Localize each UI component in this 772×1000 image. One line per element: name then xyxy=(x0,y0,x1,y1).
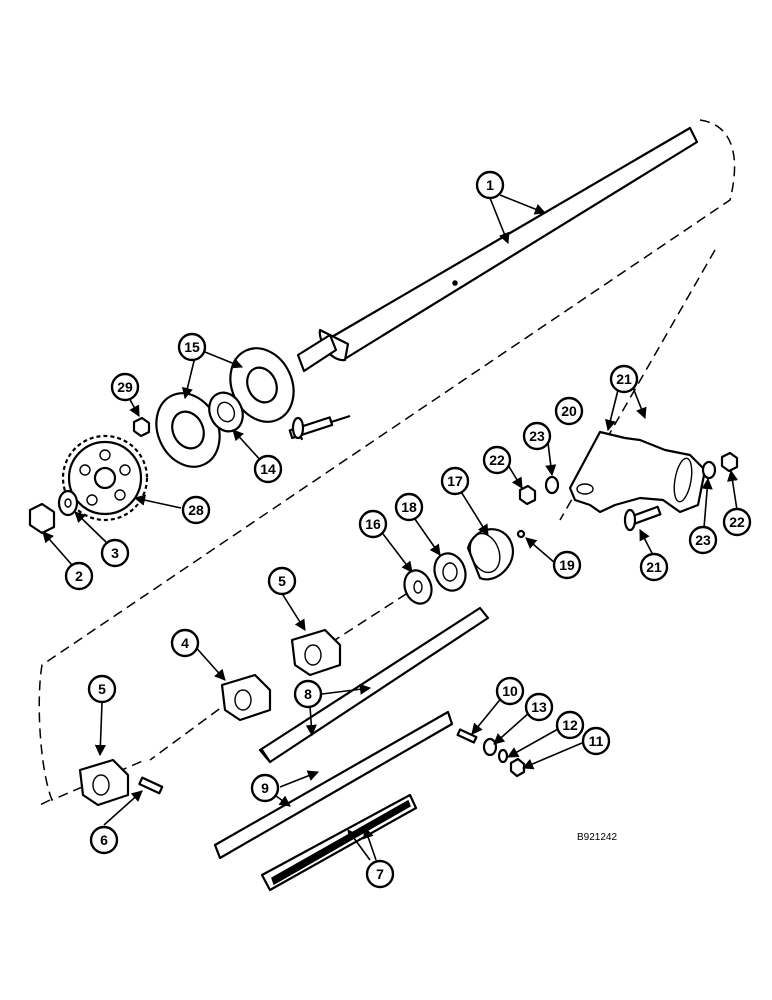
svg-text:16: 16 xyxy=(365,516,381,532)
svg-text:6: 6 xyxy=(100,832,108,848)
washer-part-13 xyxy=(482,737,498,757)
svg-text:22: 22 xyxy=(489,452,505,468)
svg-text:13: 13 xyxy=(531,699,547,715)
svg-text:5: 5 xyxy=(278,573,286,589)
svg-text:9: 9 xyxy=(261,780,269,796)
callout-21-lower: 21 xyxy=(639,552,669,582)
callout-10: 10 xyxy=(495,676,525,706)
svg-text:5: 5 xyxy=(98,681,106,697)
svg-text:28: 28 xyxy=(188,502,204,518)
svg-text:29: 29 xyxy=(117,379,133,395)
callout-4: 4 xyxy=(170,628,200,658)
svg-text:17: 17 xyxy=(447,473,463,489)
flange-part xyxy=(155,347,295,468)
callout-1: 1 xyxy=(475,170,505,200)
bracket-hole xyxy=(576,483,594,495)
callout-6: 6 xyxy=(89,825,119,855)
nut-part-11 xyxy=(509,757,526,778)
callout-7: 7 xyxy=(365,859,395,889)
bar-part-9 xyxy=(213,710,454,860)
sprocket-part xyxy=(61,434,149,522)
callout-8: 8 xyxy=(293,679,323,709)
svg-text:3: 3 xyxy=(111,545,119,561)
reference-code: B921242 xyxy=(577,832,617,843)
callout-9: 9 xyxy=(250,773,280,803)
svg-text:12: 12 xyxy=(562,717,578,733)
washer-part-23a xyxy=(544,475,560,495)
svg-text:22: 22 xyxy=(729,514,745,530)
bolt-parts xyxy=(288,414,662,532)
callout-3: 3 xyxy=(100,538,130,568)
nut-part-22b xyxy=(720,451,739,473)
callout-23-left: 23 xyxy=(522,421,552,451)
svg-text:7: 7 xyxy=(376,866,384,882)
leader-lines xyxy=(42,194,739,861)
callout-18: 18 xyxy=(394,492,424,522)
svg-text:19: 19 xyxy=(559,557,575,573)
svg-text:11: 11 xyxy=(589,733,604,749)
svg-text:10: 10 xyxy=(502,683,518,699)
svg-text:21: 21 xyxy=(646,559,662,575)
svg-text:1: 1 xyxy=(486,177,494,193)
callout-19: 19 xyxy=(552,550,582,580)
callout-14: 14 xyxy=(253,454,283,484)
bar-part-8 xyxy=(258,606,490,764)
callout-17: 17 xyxy=(440,466,470,496)
bearing-housing-parts xyxy=(403,528,526,605)
callout-2: 2 xyxy=(64,561,94,591)
nut-part-22a xyxy=(518,484,537,506)
nut-part-29 xyxy=(132,416,151,438)
svg-text:14: 14 xyxy=(260,461,276,477)
callout-28: 28 xyxy=(181,495,211,525)
callout-21-upper: 21 xyxy=(609,364,639,394)
callout-12: 12 xyxy=(555,710,585,740)
assembly-boundary-dashed-line xyxy=(38,119,736,806)
svg-text:15: 15 xyxy=(184,339,200,355)
pin-part-10 xyxy=(456,728,478,744)
callout-13: 13 xyxy=(524,692,554,722)
callout-5-lower: 5 xyxy=(87,674,117,704)
svg-text:23: 23 xyxy=(529,428,545,444)
svg-text:2: 2 xyxy=(75,568,83,584)
svg-text:23: 23 xyxy=(695,532,711,548)
brush-bristles xyxy=(271,799,411,886)
bracket-part xyxy=(568,430,707,514)
washer-part-23b xyxy=(701,460,717,480)
pin-part-6 xyxy=(138,776,164,795)
callout-22-right: 22 xyxy=(722,507,752,537)
callout-15: 15 xyxy=(177,332,207,362)
callout-20: 20 xyxy=(554,396,584,426)
svg-text:21: 21 xyxy=(616,371,632,387)
washer-part-12 xyxy=(497,748,509,764)
callout-16: 16 xyxy=(358,509,388,539)
bracket-slot xyxy=(673,457,693,503)
callout-5-upper: 5 xyxy=(267,566,297,596)
nut-and-washer-parts xyxy=(28,489,79,535)
callout-29: 29 xyxy=(110,372,140,402)
svg-text:20: 20 xyxy=(561,403,577,419)
shaft-part xyxy=(296,126,699,373)
callout-23-right: 23 xyxy=(688,525,718,555)
bearing-part-14 xyxy=(208,391,244,433)
svg-text:4: 4 xyxy=(181,635,189,651)
svg-text:8: 8 xyxy=(304,686,312,702)
callout-22-left: 22 xyxy=(482,445,512,475)
svg-text:18: 18 xyxy=(401,499,417,515)
hub-parts xyxy=(78,628,342,807)
callout-11: 11 xyxy=(581,726,611,756)
